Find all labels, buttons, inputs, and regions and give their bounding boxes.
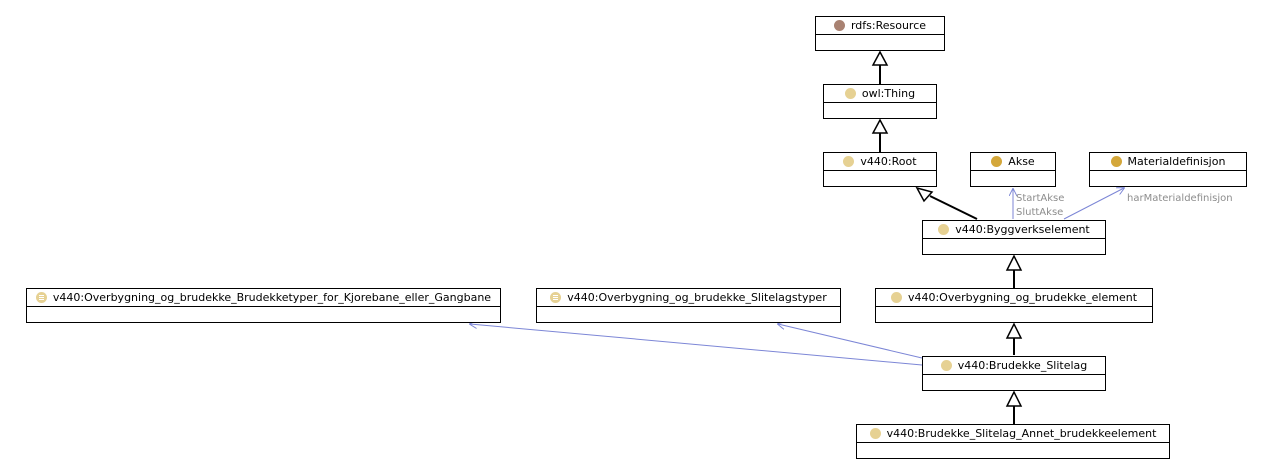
class-brudekke-slitelag-annet[interactable]: v440:Brudekke_Slitelag_Annet_brudekkeele…	[856, 424, 1170, 459]
class-header: Materialdefinisjon	[1090, 153, 1246, 171]
primitive-icon	[991, 156, 1003, 167]
inheritance-overbygning-byggverkselement	[1005, 254, 1023, 288]
class-header: Akse	[971, 153, 1055, 171]
inheritance-byggverkselement-root	[915, 186, 978, 220]
class-label: v440:Overbygning_og_brudekke_element	[907, 291, 1138, 304]
property-edge-brudekketyper[interactable]	[470, 324, 923, 366]
class-header: v440:Byggverkselement	[923, 221, 1105, 239]
class-root[interactable]: v440:Root	[823, 152, 937, 187]
enumeration-icon	[550, 292, 562, 303]
class-label: Akse	[1008, 155, 1035, 168]
class-akse[interactable]: Akse	[970, 152, 1056, 187]
class-rdfs-resource[interactable]: rdfs:Resource	[815, 16, 945, 51]
class-byggverkselement[interactable]: v440:Byggverkselement	[922, 220, 1106, 255]
class-label: owl:Thing	[861, 87, 916, 100]
class-materialdefinisjon[interactable]: Materialdefinisjon	[1089, 152, 1247, 187]
inheritance-slitelag-overbygning	[1005, 322, 1023, 355]
class-brudekke-slitelag[interactable]: v440:Brudekke_Slitelag	[922, 356, 1106, 391]
class-label: Materialdefinisjon	[1127, 155, 1226, 168]
class-header: owl:Thing	[824, 85, 936, 103]
class-icon	[843, 156, 855, 167]
primitive-icon	[1110, 156, 1122, 167]
edge-label-start-akse: StartAkse	[1016, 193, 1065, 204]
class-header: rdfs:Resource	[816, 17, 944, 35]
enumeration-icon	[35, 292, 47, 303]
resource-icon	[833, 20, 845, 31]
class-header: v440:Overbygning_og_brudekke_element	[876, 289, 1152, 307]
class-header: v440:Overbygning_og_brudekke_Slitelagsty…	[537, 289, 840, 307]
inheritance-annet-slitelag	[1005, 390, 1023, 424]
class-icon	[890, 292, 902, 303]
class-header: v440:Brudekke_Slitelag	[923, 357, 1105, 375]
class-header: v440:Overbygning_og_brudekke_Brudekketyp…	[27, 289, 500, 307]
edge-label-slutt-akse: SluttAkse	[1016, 207, 1064, 218]
edge-label-har-materialdefinisjon: harMaterialdefinisjon	[1127, 193, 1233, 204]
property-edge-materialdefinisjon[interactable]	[1063, 188, 1124, 220]
class-label: v440:Brudekke_Slitelag	[957, 359, 1088, 372]
class-slitelagstyper[interactable]: v440:Overbygning_og_brudekke_Slitelagsty…	[536, 288, 841, 323]
class-icon	[844, 88, 856, 99]
class-label: v440:Overbygning_og_brudekke_Slitelagsty…	[567, 291, 827, 304]
class-header: v440:Root	[824, 153, 936, 171]
class-icon	[940, 360, 952, 371]
class-label: v440:Overbygning_og_brudekke_Brudekketyp…	[52, 291, 492, 304]
class-overbygning-og-brudekke-element[interactable]: v440:Overbygning_og_brudekke_element	[875, 288, 1153, 323]
class-label: v440:Byggverkselement	[955, 223, 1090, 236]
class-header: v440:Brudekke_Slitelag_Annet_brudekkeele…	[857, 425, 1169, 443]
class-label: v440:Root	[860, 155, 917, 168]
class-owl-thing[interactable]: owl:Thing	[823, 84, 937, 119]
class-label: v440:Brudekke_Slitelag_Annet_brudekkeele…	[886, 427, 1157, 440]
class-icon	[869, 428, 881, 439]
inheritance-thing-resource	[871, 50, 889, 84]
class-icon	[938, 224, 950, 235]
property-edge-slitelagstyper[interactable]	[778, 324, 923, 359]
class-brudekketyper[interactable]: v440:Overbygning_og_brudekke_Brudekketyp…	[26, 288, 501, 323]
class-label: rdfs:Resource	[850, 19, 927, 32]
inheritance-root-thing	[871, 118, 889, 152]
